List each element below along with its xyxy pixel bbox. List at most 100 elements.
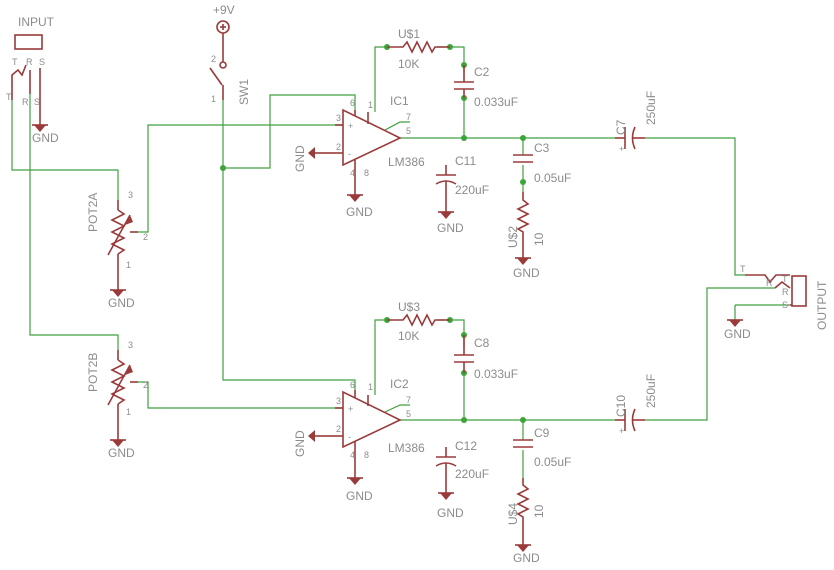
resistor-us3: U$3 10K: [387, 300, 450, 343]
svg-text:10: 10: [532, 504, 546, 518]
svg-text:GND: GND: [346, 205, 373, 219]
ic2-part: LM386: [388, 441, 425, 455]
svg-text:R: R: [22, 97, 29, 107]
sw1-label: SW1: [237, 79, 251, 105]
svg-text:8: 8: [364, 450, 369, 460]
svg-text:4: 4: [350, 450, 355, 460]
svg-text:GND: GND: [513, 266, 540, 280]
svg-text:T: T: [740, 264, 746, 274]
svg-text:GND: GND: [108, 446, 135, 460]
svg-text:0.033uF: 0.033uF: [474, 95, 518, 109]
svg-text:10K: 10K: [398, 57, 419, 71]
svg-text:GND: GND: [724, 327, 751, 341]
svg-text:10K: 10K: [398, 329, 419, 343]
svg-text:4: 4: [350, 168, 355, 178]
svg-text:7: 7: [406, 395, 411, 405]
svg-text:U$3: U$3: [398, 300, 420, 314]
output-jack: OUTPUT T R T R S GND: [724, 264, 829, 341]
svg-text:10: 10: [532, 232, 546, 246]
svg-text:R: R: [766, 278, 773, 288]
svg-text:C12: C12: [455, 439, 477, 453]
svg-text:T: T: [782, 274, 788, 284]
svg-text:C7: C7: [614, 119, 628, 135]
svg-text:C3: C3: [534, 141, 550, 155]
capacitor-c10: + C10 250uF: [614, 374, 658, 436]
svg-text:+: +: [348, 121, 353, 131]
pot2a-label: POT2A: [86, 193, 100, 232]
svg-text:GND: GND: [437, 506, 464, 520]
capacitor-c3: C3 0.05uF: [513, 141, 571, 185]
svg-text:R: R: [782, 287, 789, 297]
resistor-us4: U$4 10 GND: [506, 478, 546, 565]
ic1-opamp: + - 3 2 6 1 4 8 7 5 IC1 LM386 GND GND: [293, 94, 425, 219]
resistor-us1: U$1 10K: [387, 27, 450, 71]
svg-text:2: 2: [336, 142, 341, 152]
svg-text:+: +: [348, 404, 353, 414]
svg-text:-: -: [348, 432, 351, 442]
svg-text:1: 1: [368, 100, 373, 110]
supply-label: +9V: [213, 3, 235, 17]
svg-text:0.05uF: 0.05uF: [534, 171, 571, 185]
svg-text:1: 1: [126, 407, 131, 417]
svg-text:T: T: [12, 57, 18, 67]
svg-text:2: 2: [211, 54, 216, 64]
svg-text:R: R: [26, 57, 33, 67]
pot2b: POT2B 3 2 1 GND: [86, 340, 148, 460]
svg-text:U$4: U$4: [506, 503, 520, 525]
capacitor-c9: C9 0.05uF: [513, 426, 571, 469]
resistor-us2: U$2 10 GND: [506, 192, 546, 280]
svg-text:1: 1: [126, 260, 131, 270]
wires: [11, 46, 790, 478]
svg-text:U$1: U$1: [398, 27, 420, 41]
svg-text:GND: GND: [293, 145, 307, 172]
svg-text:8: 8: [364, 168, 369, 178]
svg-text:220uF: 220uF: [455, 183, 489, 197]
svg-text:6: 6: [350, 380, 355, 390]
svg-text:7: 7: [406, 112, 411, 122]
svg-text:6: 6: [350, 98, 355, 108]
svg-text:2: 2: [143, 380, 148, 390]
svg-text:GND: GND: [32, 131, 59, 145]
input-jack: INPUT T T R S R S GND: [6, 15, 59, 145]
svg-text:C11: C11: [455, 154, 476, 168]
svg-text:5: 5: [406, 409, 411, 419]
pot2b-label: POT2B: [86, 353, 100, 392]
svg-text:0.033uF: 0.033uF: [474, 367, 518, 381]
svg-text:GND: GND: [108, 296, 135, 310]
svg-text:+: +: [619, 144, 624, 154]
capacitor-c7: + C7 250uF: [614, 91, 658, 154]
svg-text:3: 3: [128, 340, 133, 350]
svg-text:3: 3: [336, 396, 341, 406]
output-label: OUTPUT: [815, 280, 829, 330]
svg-text:-: -: [348, 149, 351, 159]
svg-text:220uF: 220uF: [455, 467, 489, 481]
svg-text:U$2: U$2: [506, 226, 520, 248]
capacitor-c8: C8 0.033uF: [454, 335, 518, 381]
ic2-opamp: + - 3 2 6 1 4 8 7 5 IC2 LM386 GND GND: [293, 377, 425, 503]
svg-text:C8: C8: [474, 336, 490, 350]
pot2a: POT2A 3 2 1 GND: [86, 190, 148, 310]
input-label: INPUT: [18, 15, 55, 29]
capacitor-c11: C11 220uF GND: [435, 154, 489, 235]
svg-text:S: S: [39, 57, 45, 67]
svg-text:2: 2: [336, 424, 341, 434]
capacitor-c2: C2 0.033uF: [454, 65, 518, 109]
svg-text:1: 1: [211, 94, 216, 104]
svg-text:5: 5: [406, 126, 411, 136]
ic2-label: IC2: [390, 377, 409, 391]
svg-text:C10: C10: [614, 395, 628, 417]
ic1-label: IC1: [390, 94, 409, 108]
svg-text:250uF: 250uF: [644, 374, 658, 408]
input-pin-t: T: [6, 92, 12, 102]
svg-text:3: 3: [128, 190, 133, 200]
svg-text:0.05uF: 0.05uF: [534, 455, 571, 469]
svg-text:GND: GND: [346, 489, 373, 503]
svg-text:S: S: [782, 300, 788, 310]
capacitor-c12: C12 220uF GND: [435, 439, 489, 520]
svg-text:C2: C2: [474, 65, 490, 79]
svg-text:3: 3: [336, 113, 341, 123]
svg-text:S: S: [34, 97, 40, 107]
supply-switch: +9V 2 1 SW1: [209, 3, 251, 105]
svg-text:2: 2: [143, 232, 148, 242]
